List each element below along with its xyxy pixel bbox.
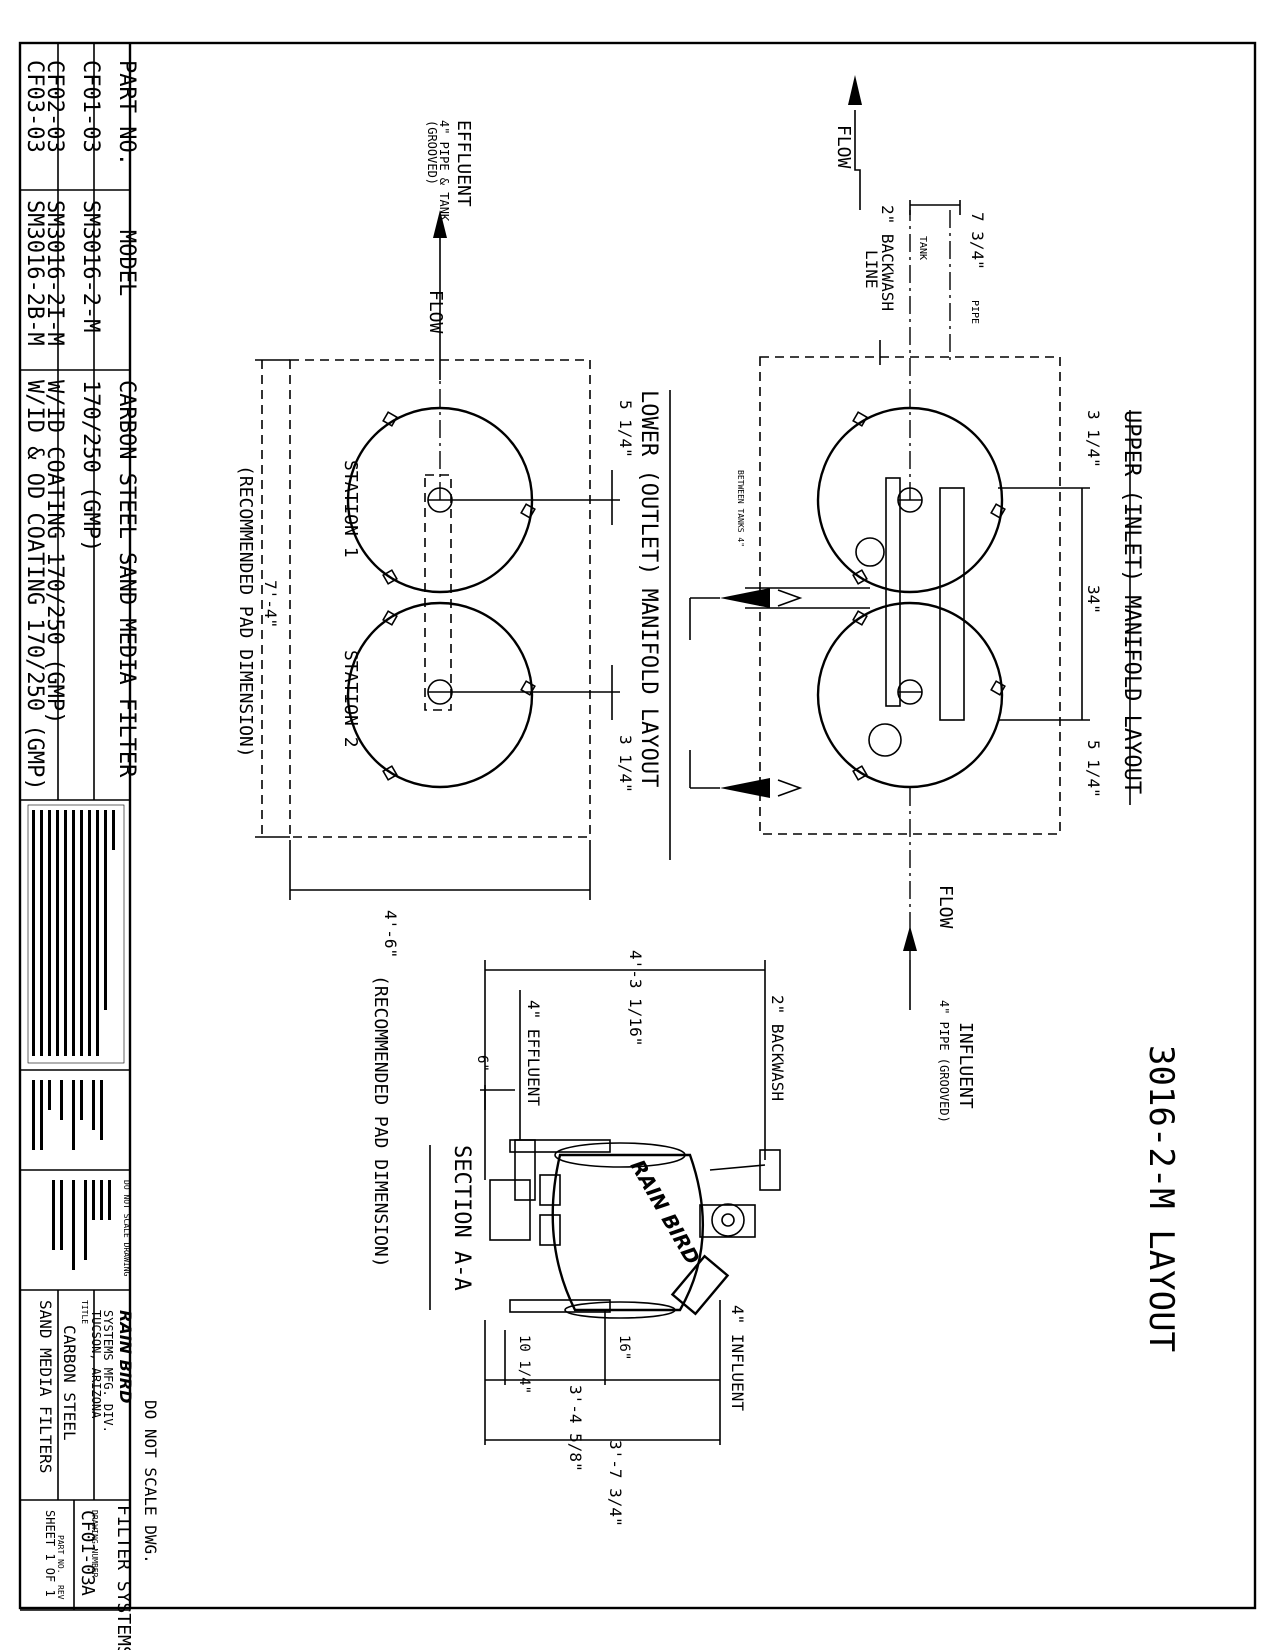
sheet-border (18, 41, 1257, 1610)
section-backwash-label: 2" BACKWASH (768, 995, 787, 1101)
filter-systems-label: FILTER SYSTEMS (113, 1505, 134, 1650)
section-cut-arrow-2 (720, 778, 770, 798)
lower-dim-right: 3 1/4" (616, 735, 635, 793)
backwash-line-2: LINE (862, 250, 881, 289)
do-not-scale-drawing: DO NOT SCALE DRAWING (122, 1180, 131, 1277)
parts-row2-desc: W/ID COATING 170/250 (GMP) (42, 380, 67, 724)
parts-row3-model: SM3016-2B-M (22, 200, 47, 346)
upper-dim-center: 34" (1084, 585, 1103, 614)
title-line-1: CARBON STEEL (60, 1325, 79, 1441)
section-a-a: SECTION A-A 4'-3 1/16" RAIN BIRD 2" BACK… (429, 950, 787, 1527)
inlet-manifold-pipe (939, 487, 965, 721)
upper-manifold-layout: UPPER (INLET) MANIFOLD LAYOUT (689, 75, 1144, 1123)
part-no-label: PART NO. (56, 1535, 65, 1574)
section-leg-bottom (509, 1299, 611, 1313)
parts-header-desc: CARBON STEEL SAND MEDIA FILTER (114, 380, 139, 778)
company-location: TUCSON, ARIZONA (89, 1310, 103, 1419)
effluent-pipe-label: 4" PIPE & TANK (437, 120, 451, 222)
section-height: 4'-3 1/16" (626, 950, 645, 1046)
station-2-label: STATION 2 (340, 650, 361, 748)
lower-manifold-layout: LOWER (OUTLET) MANIFOLD LAYOUT STATION 1… (235, 120, 671, 1268)
section-dim-3-4-5-8: 3'-4 5/8" (566, 1385, 585, 1472)
section-tank-body (551, 1153, 704, 1312)
outlet-manifold-pipe (424, 474, 452, 711)
title-block: RAIN BIRD SYSTEMS MFG. DIV. TUCSON, ARIZ… (36, 1180, 135, 1650)
section-dim-3-7-3-4: 3'-7 3/4" (606, 1440, 625, 1527)
pad-depth-label: (RECOMMENDED PAD DIMENSION) (370, 975, 391, 1268)
inspection-port-1 (855, 537, 885, 567)
flow-arrow-up (848, 75, 862, 105)
flow-label-right: FLOW (935, 885, 956, 929)
section-effluent-label: 4" EFFLUENT (524, 1000, 543, 1106)
drawing-number: CF01-03 (77, 1510, 98, 1586)
upper-dim-left: 3 1/4" (1084, 410, 1103, 468)
upper-title: UPPER (INLET) MANIFOLD LAYOUT (1119, 410, 1144, 794)
influent-pipe-label: 4" PIPE (GROOVED) (937, 1000, 951, 1123)
dim-7-3-4: 7 3/4" (968, 212, 987, 270)
brand-logo: RAIN BIRD (116, 1310, 135, 1403)
cl-pipe-label: PIPE (969, 300, 980, 324)
section-leg-top (509, 1139, 611, 1153)
influent-label: INFLUENT (955, 1022, 976, 1109)
lower-tank-2 (346, 601, 534, 789)
cl-tank-label: TANK (917, 236, 928, 260)
parts-table: PART NO. MODEL CARBON STEEL SAND MEDIA F… (20, 43, 139, 1500)
revision: A (77, 1585, 98, 1596)
parts-row3-partno: CF03-03 (22, 60, 47, 153)
section-brand: RAIN BIRD (626, 1156, 705, 1269)
drawing-number-label: DRAWING NUMBER (90, 1510, 99, 1578)
upper-dim-right: 5 1/4" (1084, 740, 1103, 798)
lower-title: LOWER (OUTLET) MANIFOLD LAYOUT (636, 390, 661, 787)
inspection-port-2 (868, 723, 902, 757)
title-line-2: SAND MEDIA FILTERS (36, 1300, 55, 1473)
backwash-line-1: 2" BACKWASH (878, 205, 897, 311)
parts-row3-desc: W/ID & OD COATING 170/250 (GMP) (22, 380, 47, 791)
drawing-title: 3016-2-M LAYOUT (1141, 1045, 1181, 1352)
left-strip (20, 43, 132, 1611)
parts-row1-model: SM3016-2-M (78, 200, 103, 332)
parts-header-partno: PART NO. (114, 60, 139, 166)
flow-label-top: FLOW (833, 125, 854, 169)
lower-dim-left: 5 1/4" (616, 400, 635, 458)
effluent-label: EFFLUENT (453, 120, 474, 207)
pad-width-label: (RECOMMENDED PAD DIMENSION) (235, 465, 256, 758)
upper-tank-2 (816, 601, 1004, 789)
upper-pad-outline (759, 356, 1061, 835)
section-cut-arrow-1 (720, 588, 770, 608)
section-dim-10-1-4: 10 1/4" (516, 1335, 532, 1394)
parts-row1-desc: 170/250 (GMP) (78, 380, 103, 552)
station-1-label: STATION 1 (340, 460, 361, 558)
do-not-scale-note: DO NOT SCALE DWG. (141, 1400, 160, 1564)
sheet-number: SHEET 1 OF 1 (43, 1510, 57, 1597)
backwash-manifold-pipe (885, 477, 901, 707)
lower-flow-label: FLOW (425, 290, 446, 334)
section-title: SECTION A-A (449, 1145, 474, 1291)
parts-row2-model: SM3016-2I-M (42, 200, 67, 346)
rev-label: REV (56, 1585, 65, 1600)
section-influent-valve (670, 1254, 730, 1316)
effluent-grooved-label: (GROOVED) (425, 120, 439, 185)
section-inlet-valve (711, 1203, 745, 1237)
pad-width: 7'-4" (261, 580, 280, 628)
flow-arrow-effluent (433, 210, 447, 238)
parts-row1-partno: CF01-03 (78, 60, 103, 153)
company-division: SYSTEMS MFG. DIV. (101, 1310, 115, 1433)
parts-row2-partno: CF02-03 (42, 60, 67, 153)
flow-arrow-influent (903, 926, 917, 951)
confidential-notice (27, 804, 125, 1064)
title-label: TITLE (80, 1300, 89, 1324)
parts-header-model: MODEL (114, 230, 139, 296)
section-dim-16: 16" (616, 1335, 632, 1360)
pad-depth: 4'-6" (381, 910, 400, 958)
section-dim-6: 6" (474, 1055, 490, 1072)
tank-lugs (852, 411, 1006, 781)
section-influent-label: 4" INFLUENT (728, 1305, 747, 1411)
lower-tank-lugs (382, 411, 536, 781)
tolerance-block (32, 1080, 111, 1270)
upper-tank-1 (816, 406, 1004, 594)
between-tanks-label: BETWEEN TANKS 4" (736, 470, 745, 547)
